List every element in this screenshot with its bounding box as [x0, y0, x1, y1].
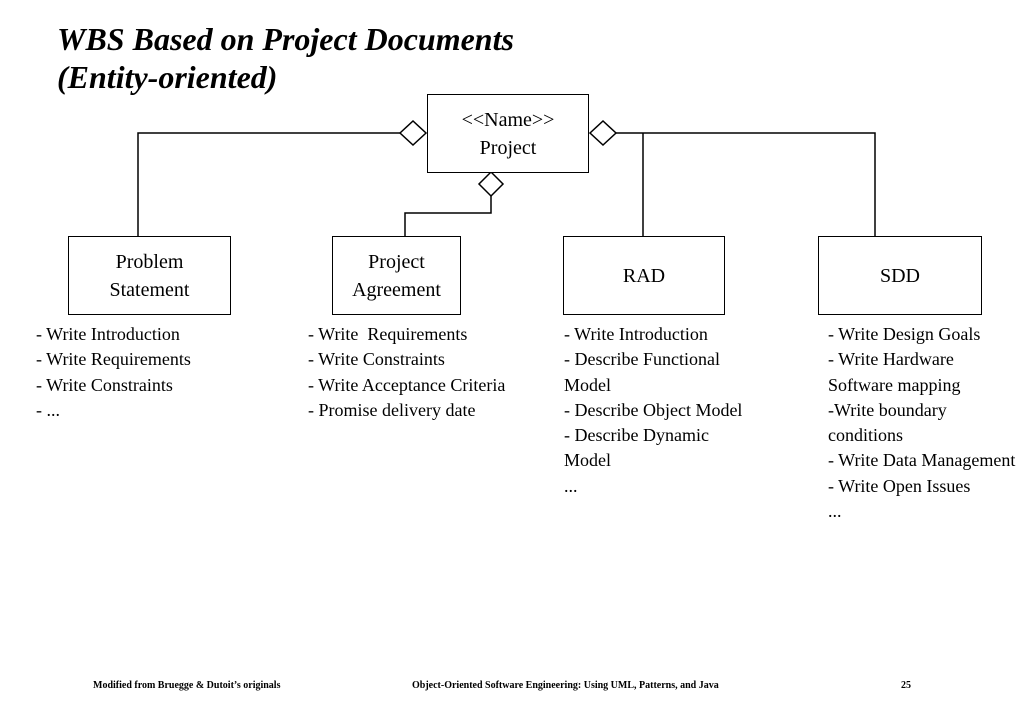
- task-item: - Write Constraints: [36, 374, 173, 395]
- task-item: - Write Introduction: [564, 324, 708, 344]
- task-item: - Promise delivery date: [308, 399, 476, 420]
- node-sdd: SDD: [818, 236, 982, 315]
- task-item: Model: [564, 374, 611, 395]
- node-label-line: Project: [368, 250, 425, 273]
- node-problem-statement: Problem Statement: [68, 236, 231, 315]
- task-item: - Write Design Goals: [828, 324, 981, 344]
- task-item: - Write Requirements: [36, 349, 191, 370]
- page-number: 25: [901, 680, 911, 691]
- task-list-sdd: - Write Design Goals - Write Hardware So…: [828, 322, 1024, 524]
- task-item: -Write boundary: [828, 399, 947, 420]
- root-node-stereotype: <<Name>>: [461, 108, 555, 131]
- task-item: - Write Acceptance Criteria: [308, 374, 506, 395]
- slide-title: WBS Based on Project Documents (Entity-o…: [57, 20, 514, 96]
- aggregation-diamond-bottom: [477, 170, 505, 198]
- task-item: - Write Constraints: [308, 349, 445, 370]
- node-label-line: Agreement: [352, 278, 441, 301]
- node-label-line: Statement: [109, 278, 190, 301]
- root-node-project: <<Name>> Project: [427, 94, 589, 173]
- task-list-rad: - Write Introduction - Describe Function…: [564, 322, 742, 499]
- aggregation-diamond-right: [588, 119, 618, 147]
- task-item: - Write Data Management: [828, 450, 1016, 471]
- connector-problem-statement: [137, 132, 400, 236]
- connector-project-agreement: [404, 196, 492, 236]
- task-item: - Write Open Issues: [828, 475, 971, 496]
- task-item: Model: [564, 450, 611, 471]
- task-item: - Describe Dynamic: [564, 425, 709, 446]
- task-list-project-agreement: - Write Requirements - Write Constraints…: [308, 322, 505, 423]
- slide-title-line-2: (Entity-oriented): [57, 59, 278, 95]
- task-item: ...: [828, 501, 842, 522]
- task-item: - Write Hardware: [828, 349, 954, 370]
- aggregation-diamond-left: [398, 119, 428, 147]
- node-label-line: RAD: [622, 264, 666, 287]
- task-list-problem-statement: - Write Introduction - Write Requirement…: [36, 322, 191, 423]
- task-item: Software mapping: [828, 374, 961, 395]
- footer-credit: Modified from Bruegge & Dutoit’s origina…: [93, 680, 281, 691]
- task-item: - Describe Functional: [564, 349, 720, 370]
- node-label-line: SDD: [879, 264, 920, 287]
- slide-title-line-1: WBS Based on Project Documents: [57, 21, 514, 57]
- root-node-label: Project: [479, 136, 537, 159]
- task-item: - Write Introduction: [36, 324, 180, 344]
- footer-book-title: Object-Oriented Software Engineering: Us…: [412, 680, 719, 691]
- task-item: - Write Requirements: [308, 324, 468, 344]
- task-item: - Describe Object Model: [564, 399, 743, 420]
- task-item: ...: [564, 475, 578, 496]
- node-project-agreement: Project Agreement: [332, 236, 461, 315]
- task-item: conditions: [828, 425, 903, 446]
- node-label-line: Problem: [115, 250, 184, 273]
- task-item: - ...: [36, 399, 60, 420]
- connector-sdd: [616, 132, 876, 236]
- node-rad: RAD: [563, 236, 725, 315]
